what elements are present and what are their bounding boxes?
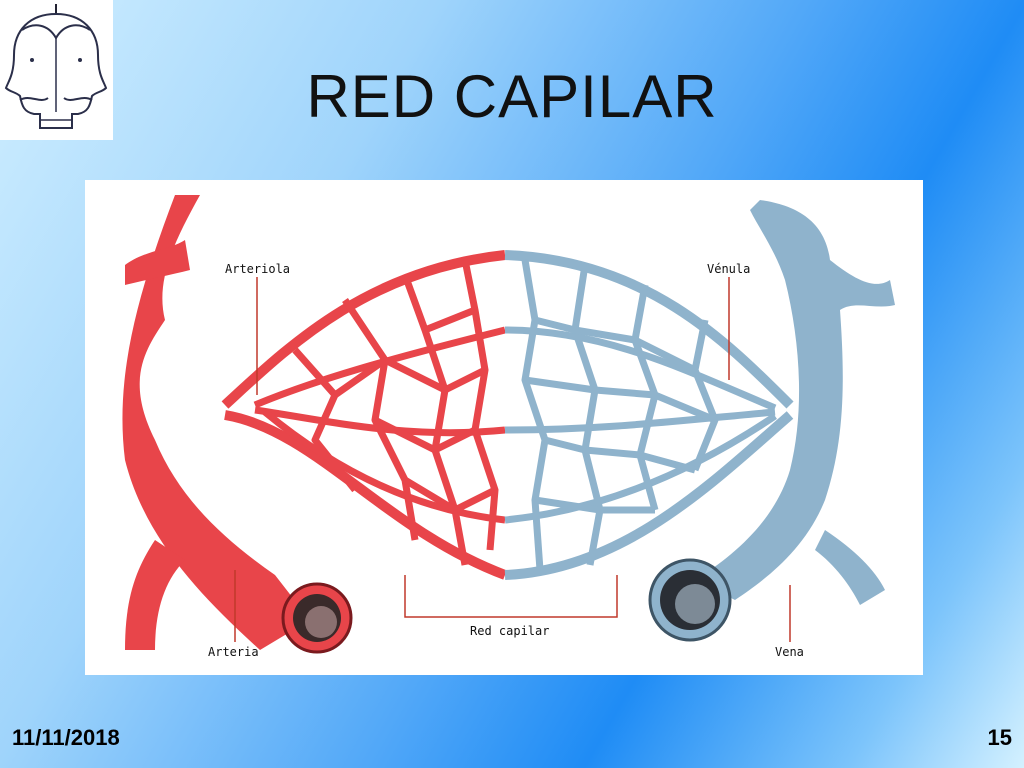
label-arteria: Arteria	[208, 645, 259, 659]
janus-head-icon	[4, 4, 108, 129]
red-capilar-bracket	[404, 575, 618, 618]
capillary-mesh-venous	[504, 259, 777, 571]
capillary-network-diagram: Arteriola Vénula Arteria Vena Red capila…	[85, 180, 923, 675]
label-arteriola: Arteriola	[225, 262, 290, 276]
capillary-mesh-arterial	[253, 259, 506, 566]
slide-page-number: 15	[987, 725, 1012, 750]
vein-vessel	[648, 200, 895, 642]
slide-date: 11/11/2018	[12, 725, 120, 750]
janus-logo	[0, 0, 113, 140]
label-red-capilar: Red capilar	[470, 624, 549, 638]
artery-vessel	[122, 195, 353, 654]
label-vena: Vena	[775, 645, 804, 659]
label-venula: Vénula	[707, 262, 750, 276]
slide-title: RED CAPILAR	[306, 63, 718, 130]
